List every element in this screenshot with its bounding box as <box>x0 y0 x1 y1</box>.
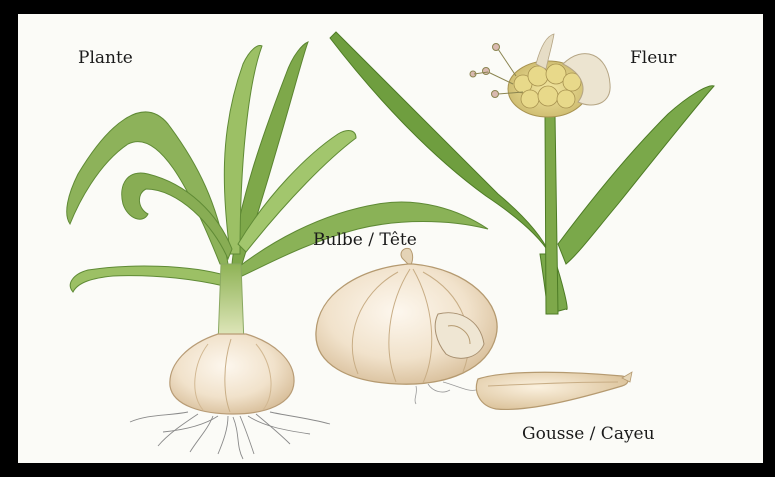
garlic-bulb <box>316 248 497 404</box>
illustration-panel: Plante Fleur Bulbe / Tête Gousse / Cayeu <box>18 14 763 463</box>
label-plante: Plante <box>78 48 133 68</box>
garlic-clove <box>476 372 632 409</box>
label-bulbe: Bulbe / Tête <box>313 230 417 250</box>
label-fleur: Fleur <box>630 48 676 68</box>
whole-plant <box>67 42 488 459</box>
label-gousse: Gousse / Cayeu <box>522 424 655 444</box>
